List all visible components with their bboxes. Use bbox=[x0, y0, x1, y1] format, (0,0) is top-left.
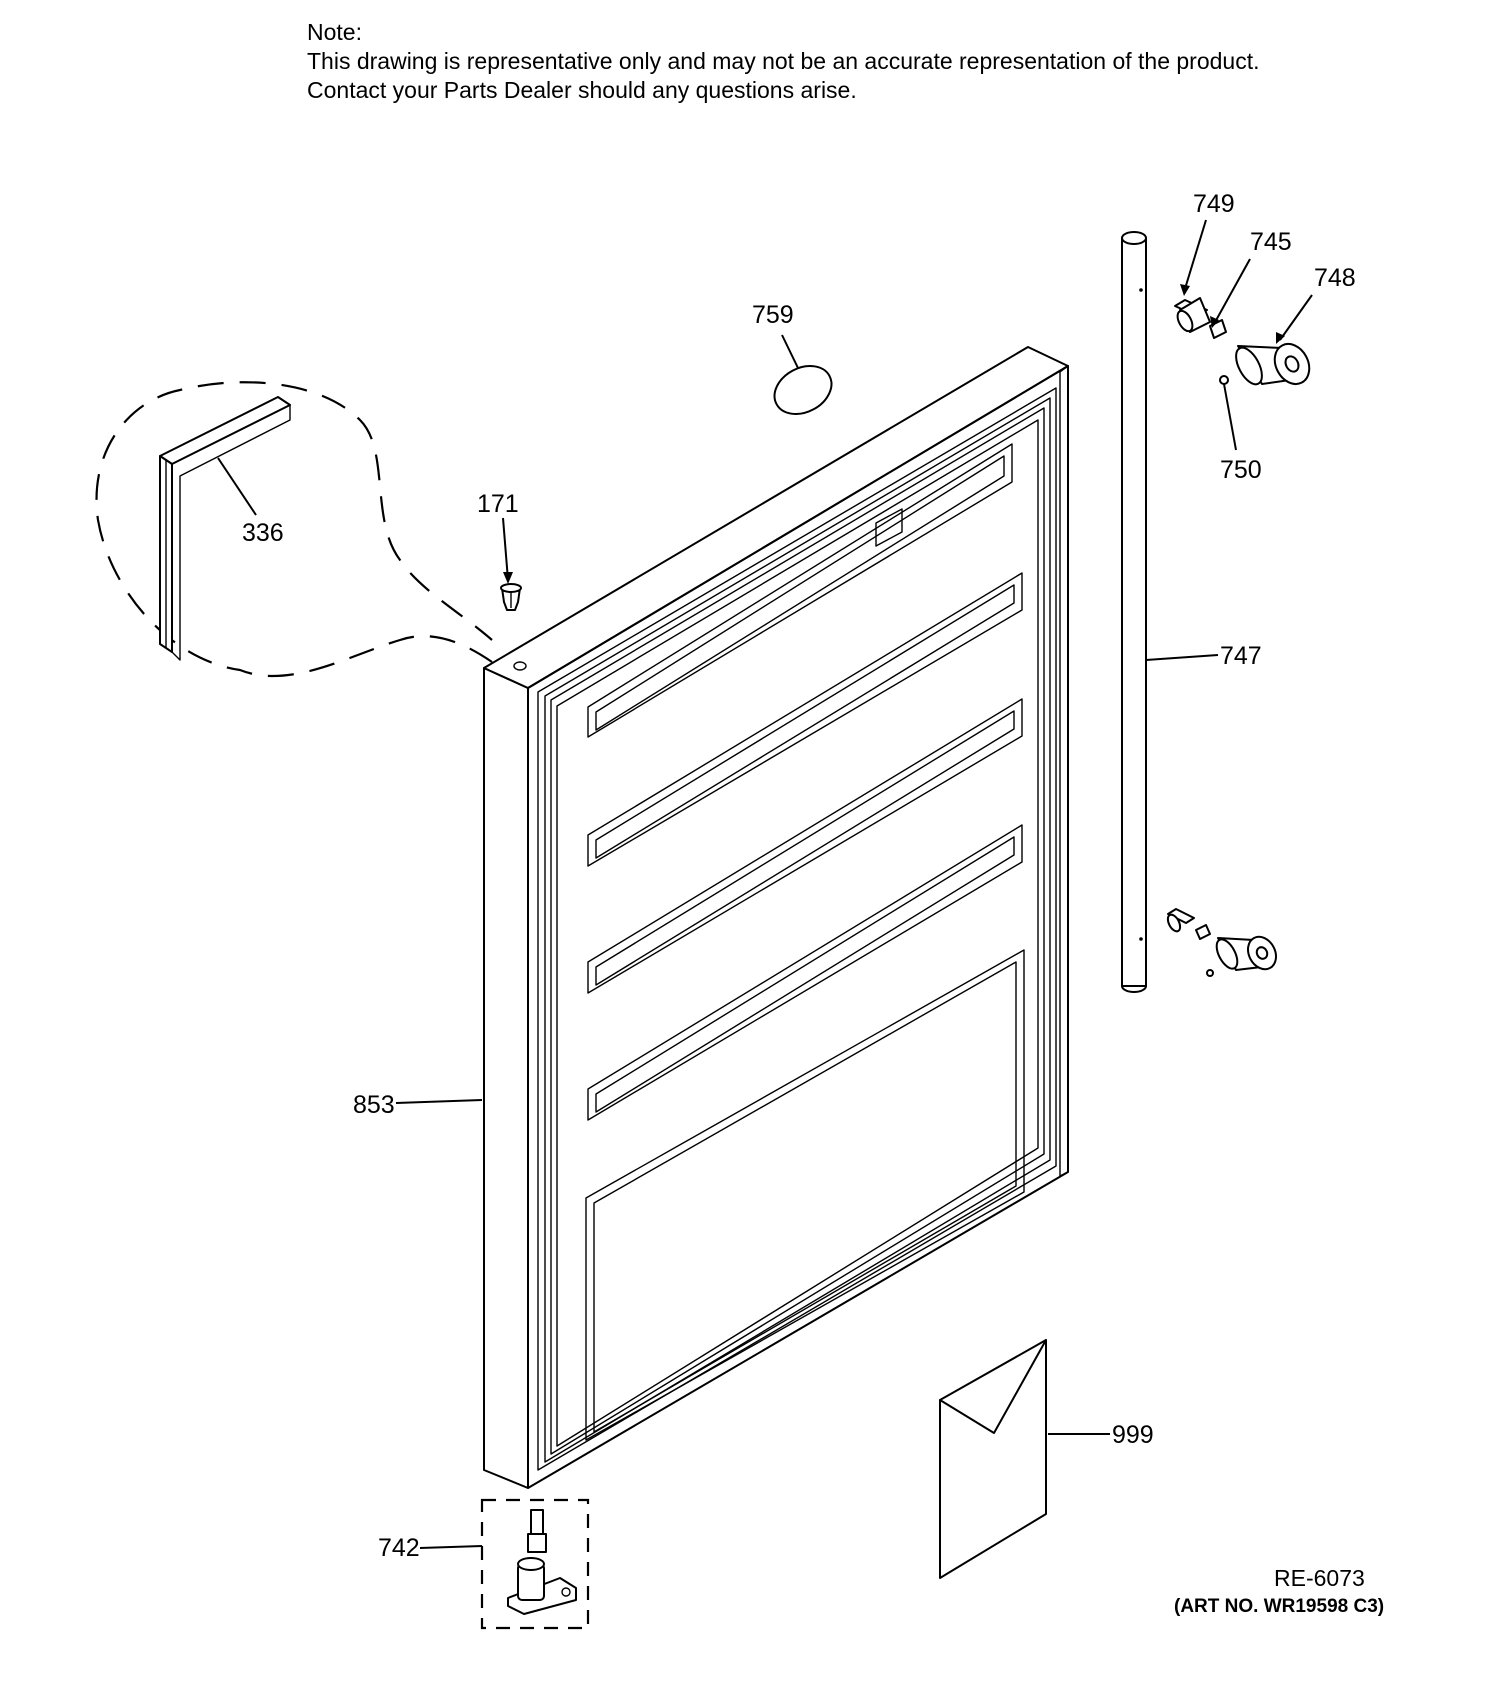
callout-745: 745 bbox=[1250, 228, 1292, 256]
leader-arrowheads bbox=[503, 284, 1285, 584]
art-number: (ART NO. WR19598 C3) bbox=[1174, 1596, 1384, 1617]
note-line-2: Contact your Parts Dealer should any que… bbox=[307, 77, 857, 103]
callout-759: 759 bbox=[752, 301, 794, 329]
handle-bar-747 bbox=[1121, 231, 1147, 993]
gasket-detail-bubble bbox=[95, 381, 493, 678]
note-line-1: This drawing is representative only and … bbox=[307, 48, 1260, 74]
top-hardware bbox=[1174, 297, 1311, 386]
callout-742: 742 bbox=[378, 1534, 420, 1562]
door-assembly bbox=[483, 346, 1069, 1489]
envelope-999 bbox=[939, 1339, 1047, 1579]
callout-747: 747 bbox=[1220, 642, 1262, 670]
reference-code: RE-6073 bbox=[1274, 1565, 1365, 1591]
callout-748: 748 bbox=[1314, 264, 1356, 292]
bottom-hardware bbox=[1166, 908, 1277, 977]
callout-853: 853 bbox=[353, 1091, 395, 1119]
callout-750: 750 bbox=[1220, 456, 1262, 484]
callout-999: 999 bbox=[1112, 1421, 1154, 1449]
note-heading: Note: bbox=[307, 19, 362, 45]
callout-171: 171 bbox=[477, 490, 519, 518]
hinge-742 bbox=[480, 1498, 590, 1630]
callout-336: 336 bbox=[242, 519, 284, 547]
callout-749: 749 bbox=[1193, 190, 1235, 218]
label-759-oval bbox=[773, 365, 833, 415]
leader-lines bbox=[217, 219, 1313, 1549]
plug-171 bbox=[500, 583, 522, 611]
